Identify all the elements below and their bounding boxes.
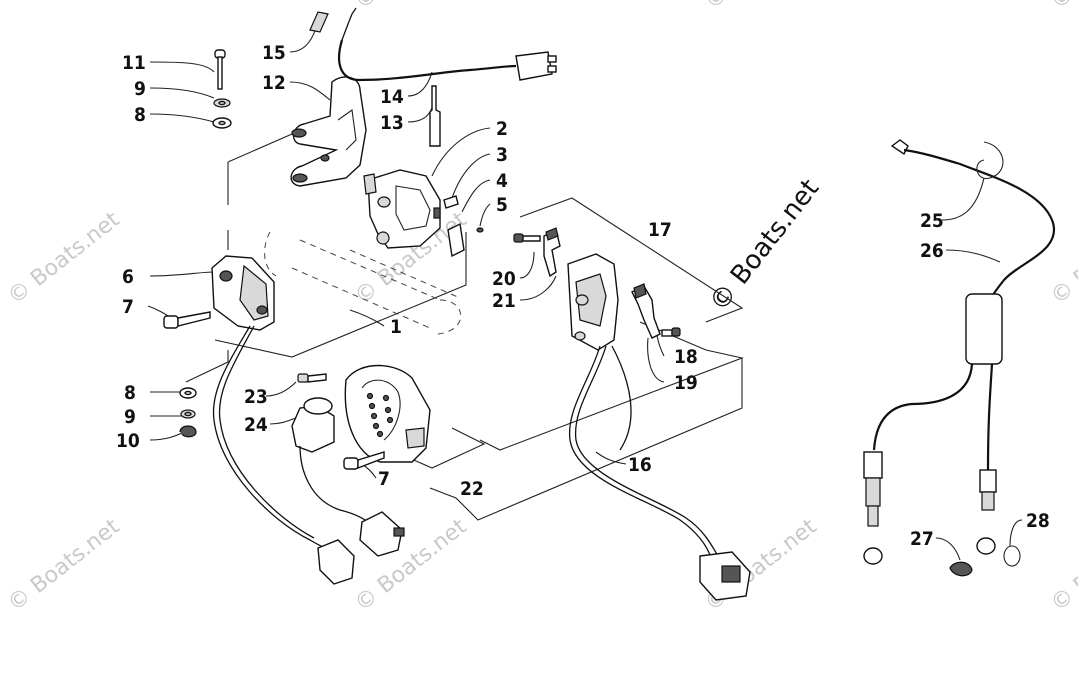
label-27: 27: [910, 528, 934, 550]
cap-24: [291, 397, 405, 557]
label-28: 28: [1026, 510, 1050, 532]
label-26: 26: [920, 240, 944, 262]
label-6: 6: [122, 266, 134, 288]
screw-7-top: [163, 311, 211, 329]
clips-3-4-5: [443, 195, 484, 258]
assembly-outlines: [185, 119, 744, 521]
washer-9-bottom: [180, 409, 196, 419]
label-20: 20: [492, 268, 516, 290]
washer-9-top: [213, 98, 231, 108]
housing-6: [211, 255, 275, 331]
label-16: 16: [628, 454, 652, 476]
label-5: 5: [496, 194, 508, 216]
background-watermarks: © Boats.net © Boats.net © Boats.net © Bo…: [3, 0, 1078, 617]
phantom-shaft: [264, 231, 462, 335]
ring-28: [1003, 545, 1021, 567]
screw-7-bottom: [343, 451, 385, 470]
probe-13: [429, 85, 441, 147]
watermark-7: © Boats.net: [1046, 207, 1078, 310]
label-14: 14: [380, 86, 404, 108]
washer-8-top: [212, 117, 232, 129]
lever-21: [543, 227, 561, 278]
label-4: 4: [496, 170, 508, 192]
label-7-bottom: 7: [378, 468, 390, 490]
cable-25-26: [863, 139, 1056, 565]
label-9-top: 9: [134, 78, 146, 100]
watermark-3: © Boats.net: [3, 514, 124, 617]
label-25: 25: [920, 210, 944, 232]
switch-body-2: [363, 169, 441, 249]
watermark-9: © Boats.net: [1046, 0, 1078, 15]
label-12: 12: [262, 72, 286, 94]
watermark-1: © Boats.net: [3, 207, 124, 310]
bolt-20: [513, 233, 541, 243]
label-8-top: 8: [134, 104, 146, 126]
watermark-6: © Boats.net: [1046, 514, 1078, 617]
label-19: 19: [674, 372, 698, 394]
label-21: 21: [492, 290, 516, 312]
screw-23: [297, 373, 327, 383]
label-9-bottom: 9: [124, 406, 136, 428]
label-24: 24: [244, 414, 268, 436]
bracket-17: [567, 253, 619, 351]
bracket-12: [290, 76, 367, 187]
label-10: 10: [116, 430, 140, 452]
label-3: 3: [496, 144, 508, 166]
label-18: 18: [674, 346, 698, 368]
leader-lines: [147, 27, 1023, 561]
harness-16: [568, 345, 751, 601]
callout-labels: 11 9 8 15 12 14 13 2 3 4 5 6 7 1 17 20 2…: [116, 42, 1050, 550]
main-watermark: © Boats.net: [704, 174, 825, 317]
bolt-11: [214, 49, 226, 90]
drum-22: [344, 364, 431, 463]
watermark-8: © Boats.net: [700, 0, 821, 15]
label-2: 2: [496, 118, 508, 140]
washer-8-bottom: [179, 387, 197, 399]
nut-27: [949, 537, 996, 577]
bolt-18: [661, 327, 681, 337]
label-11: 11: [122, 52, 146, 74]
label-23: 23: [244, 386, 268, 408]
lever-19: [631, 283, 661, 339]
label-8-bottom: 8: [124, 382, 136, 404]
label-15: 15: [262, 42, 286, 64]
label-17: 17: [648, 219, 672, 241]
watermark-10: © Boats.net: [350, 0, 471, 15]
harness-14: [338, 7, 557, 82]
label-1: 1: [390, 316, 402, 338]
label-13: 13: [380, 112, 404, 134]
circlip-10: [179, 425, 197, 438]
housing-wire: [212, 325, 355, 585]
label-7-top: 7: [122, 296, 134, 318]
tag-15: [309, 11, 329, 33]
label-22: 22: [460, 478, 484, 500]
